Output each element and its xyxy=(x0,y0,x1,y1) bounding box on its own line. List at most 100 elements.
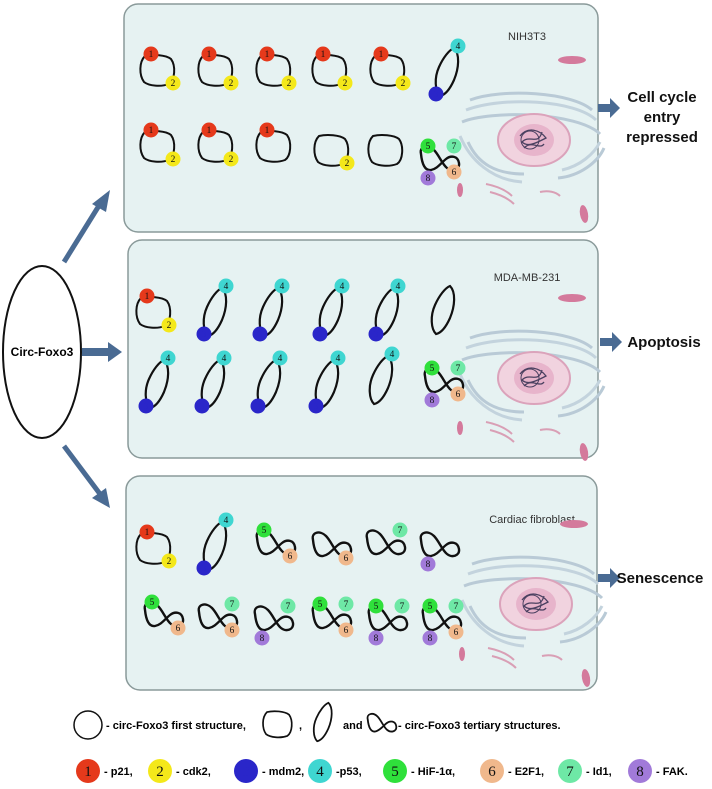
badge-8: 8 xyxy=(422,630,438,646)
protein-legend: 1- p21,2- cdk2,3- mdm2,4-p53,5- HiF-1α,6… xyxy=(76,759,688,783)
svg-text:3: 3 xyxy=(314,402,319,412)
svg-text:5: 5 xyxy=(428,602,433,612)
badge-5: 5 xyxy=(383,759,407,783)
svg-text:6: 6 xyxy=(344,626,349,636)
badge-1: 1 xyxy=(201,46,217,62)
badge-6: 6 xyxy=(338,550,354,566)
svg-text:1: 1 xyxy=(265,126,270,136)
badge-4: 4 xyxy=(384,346,400,362)
svg-text:4: 4 xyxy=(316,764,324,780)
legend-comma: , xyxy=(299,720,302,732)
badge-1: 1 xyxy=(259,46,275,62)
svg-text:2: 2 xyxy=(229,79,234,89)
svg-text:2: 2 xyxy=(171,155,176,165)
badge-6: 6 xyxy=(446,164,462,180)
badge-4: 4 xyxy=(308,759,332,783)
badge-7: 7 xyxy=(450,360,466,376)
badge-2: 2 xyxy=(339,155,355,171)
badge-7: 7 xyxy=(446,138,462,154)
badge-3: 3 xyxy=(234,759,258,783)
badge-3: 3 xyxy=(196,560,212,576)
svg-text:8: 8 xyxy=(374,634,379,644)
legend-protein-label: - cdk2, xyxy=(176,766,211,778)
svg-text:8: 8 xyxy=(260,634,265,644)
svg-text:7: 7 xyxy=(400,602,405,612)
badge-6: 6 xyxy=(170,620,186,636)
svg-text:2: 2 xyxy=(156,764,164,780)
svg-text:5: 5 xyxy=(318,600,323,610)
svg-text:1: 1 xyxy=(145,292,150,302)
badge-2: 2 xyxy=(148,759,172,783)
badge-6: 6 xyxy=(338,622,354,638)
svg-text:6: 6 xyxy=(456,390,461,400)
circ-foxo3-node xyxy=(2,265,82,439)
arrow-outcome-mda xyxy=(600,332,622,352)
badge-3: 3 xyxy=(308,398,324,414)
legend-protein-label: -p53, xyxy=(336,766,362,778)
svg-text:7: 7 xyxy=(286,602,291,612)
svg-text:4: 4 xyxy=(336,354,341,364)
svg-text:3: 3 xyxy=(374,330,379,340)
legend-loop-shape xyxy=(262,710,293,739)
svg-text:7: 7 xyxy=(454,602,459,612)
badge-4: 4 xyxy=(160,350,176,366)
svg-text:4: 4 xyxy=(456,42,461,52)
svg-text:3: 3 xyxy=(256,402,261,412)
badge-4: 4 xyxy=(218,278,234,294)
badge-8: 8 xyxy=(420,170,436,186)
badge-3: 3 xyxy=(312,326,328,342)
svg-text:5: 5 xyxy=(391,764,399,780)
legend-first-structure-text: - circ-Foxo3 first structure, xyxy=(106,720,246,732)
legend-protein-label: - HiF-1α, xyxy=(411,766,455,778)
svg-text:1: 1 xyxy=(145,528,150,538)
circ-foxo3-label: Circ-Foxo3 xyxy=(11,345,74,359)
badge-5: 5 xyxy=(256,522,272,538)
badge-2: 2 xyxy=(161,553,177,569)
cell-line-nih3t3: NIH3T3 xyxy=(508,31,546,43)
svg-text:1: 1 xyxy=(207,126,212,136)
svg-text:4: 4 xyxy=(390,350,395,360)
badge-4: 4 xyxy=(390,278,406,294)
outcome-nih3t3-line3: repressed xyxy=(626,129,698,146)
legend-first-structure-shape xyxy=(73,710,103,740)
svg-text:1: 1 xyxy=(265,50,270,60)
badge-5: 5 xyxy=(368,598,384,614)
badge-1: 1 xyxy=(373,46,389,62)
badge-4: 4 xyxy=(450,38,466,54)
badge-6: 6 xyxy=(450,386,466,402)
svg-text:5: 5 xyxy=(374,602,379,612)
badge-8: 8 xyxy=(628,759,652,783)
svg-text:6: 6 xyxy=(230,626,235,636)
badge-4: 4 xyxy=(334,278,350,294)
svg-text:1: 1 xyxy=(149,126,154,136)
badge-6: 6 xyxy=(282,548,298,564)
badge-7: 7 xyxy=(448,598,464,614)
svg-text:1: 1 xyxy=(207,50,212,60)
svg-text:5: 5 xyxy=(426,142,431,152)
svg-text:7: 7 xyxy=(230,600,235,610)
svg-text:6: 6 xyxy=(454,628,459,638)
badge-6: 6 xyxy=(448,624,464,640)
svg-text:2: 2 xyxy=(171,79,176,89)
badge-4: 4 xyxy=(274,278,290,294)
badge-8: 8 xyxy=(368,630,384,646)
svg-text:2: 2 xyxy=(167,321,172,331)
svg-text:4: 4 xyxy=(222,354,227,364)
outcome-nih3t3-line2: entry xyxy=(644,109,681,126)
svg-text:7: 7 xyxy=(398,526,403,536)
svg-text:6: 6 xyxy=(176,624,181,634)
badge-2: 2 xyxy=(281,75,297,91)
badge-3: 3 xyxy=(428,86,444,102)
svg-text:2: 2 xyxy=(287,79,292,89)
badge-2: 2 xyxy=(165,151,181,167)
svg-text:4: 4 xyxy=(224,516,229,526)
badge-7: 7 xyxy=(558,759,582,783)
svg-text:3: 3 xyxy=(202,564,207,574)
badge-8: 8 xyxy=(420,556,436,572)
legend-and: and xyxy=(343,720,363,732)
badge-2: 2 xyxy=(223,151,239,167)
badge-4: 4 xyxy=(216,350,232,366)
legend-protein-label: - mdm2, xyxy=(262,766,304,778)
svg-text:3: 3 xyxy=(434,90,439,100)
